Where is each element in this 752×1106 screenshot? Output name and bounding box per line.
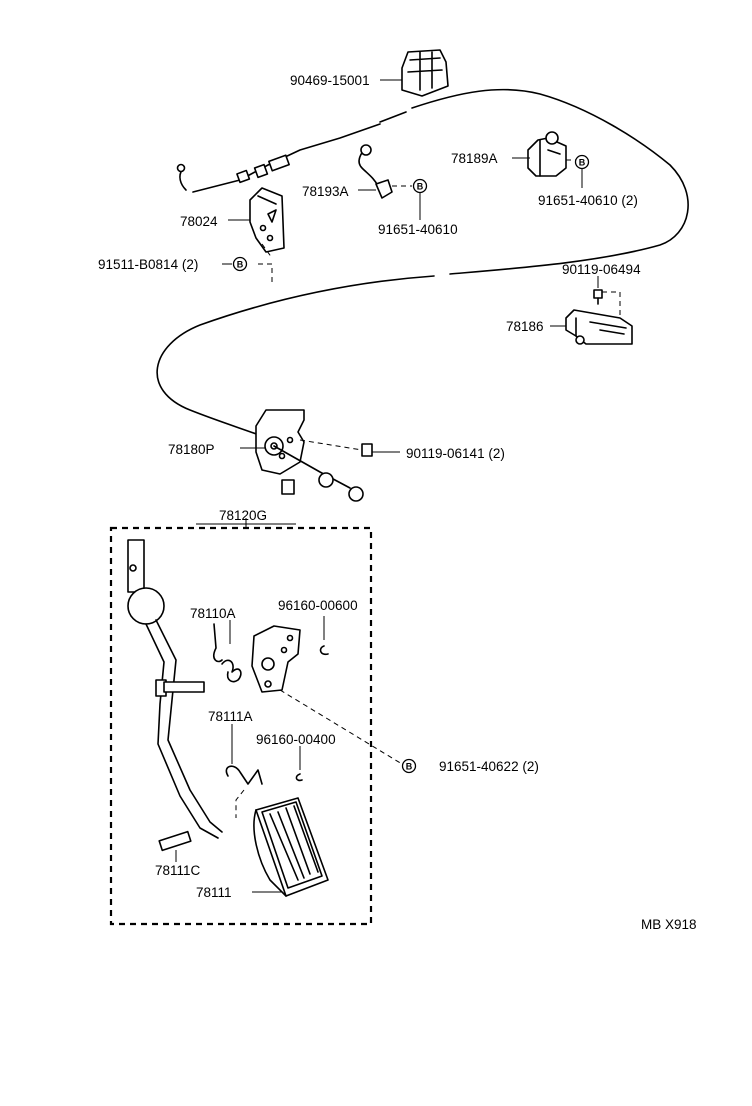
label-78111A: 78111A [208,709,253,724]
label-96160-00400: 96160-00400 [256,732,336,747]
label-91511-B0814: 91511-B0814 (2) [98,257,198,272]
pedal-arm [127,539,223,839]
assembly-frame-78120G [109,526,373,926]
label-90469-15001: 90469-15001 [290,73,370,88]
clip-96160-00600 [319,616,329,656]
bracket-plate [251,625,403,765]
badge-b-91651-40610-2: B [574,154,590,170]
label-78111: 78111 [196,885,232,900]
svg-text:B: B [417,182,424,192]
label-91651-40610: 91651-40610 [378,222,458,237]
spring-78111A [225,724,263,818]
label-78193A: 78193A [302,184,349,199]
label-78180P: 78180P [168,442,215,457]
label-90119-06141: 90119-06141 (2) [406,446,505,461]
pedal-pad-78111 [252,797,329,897]
label-90119-06494: 90119-06494 [562,262,641,277]
label-78186: 78186 [506,319,544,334]
accelerator-cable [156,88,689,437]
label-96160-00600: 96160-00600 [278,598,358,613]
bracket-78186 [550,276,633,345]
clamp-90469-15001 [380,49,449,97]
label-78111C: 78111C [155,863,201,878]
pin-78111C [158,830,192,862]
drawing-code: MB X918 [641,917,697,932]
svg-text:B: B [406,762,413,772]
svg-text:B: B [579,158,586,168]
bracket-78024 [222,187,285,282]
badge-b-91651-40610: B [412,178,428,194]
label-78189A: 78189A [451,151,498,166]
label-78110A: 78110A [190,606,236,621]
spring-78110A [213,620,242,683]
badge-b-91511-B0814: B [232,256,248,272]
label-78024: 78024 [180,214,218,229]
label-78120G: 78120G [219,508,267,523]
label-91651-40622: 91651-40622 (2) [439,759,539,774]
mount-bracket [240,409,400,502]
badge-b-91651-40622: B [401,758,417,774]
clip-78193A [358,144,421,220]
svg-text:B: B [237,260,244,270]
clip-96160-00400 [295,746,303,782]
bracket-78189A [512,131,583,188]
label-91651-40610-2: 91651-40610 (2) [538,193,638,208]
